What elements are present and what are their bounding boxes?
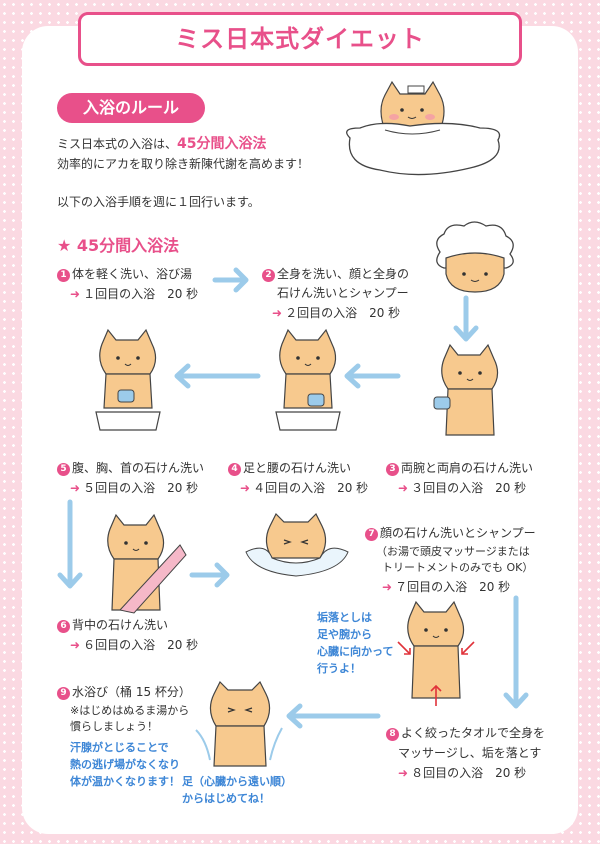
intro-line-1: ミス日本式の入浴は、45分間入浴法 xyxy=(57,136,267,152)
step-8-line-2: マッサージし、垢を落とす xyxy=(398,746,542,760)
method-heading: ★ 45分間入浴法 xyxy=(57,236,180,255)
intro-line-3: 以下の入浴手順を週に１回行います。 xyxy=(57,195,260,209)
right-arrow-icon: ➜ xyxy=(70,638,81,652)
arrow-right-icon xyxy=(212,267,249,293)
intro-line-2: 効率的にアカを取り除き新陳代謝を高めます！ xyxy=(57,157,310,171)
step-7-round: ➜７回目の入浴 20 秒 xyxy=(382,580,511,594)
step-8-round: ➜８回目の入浴 20 秒 xyxy=(398,766,527,780)
massage-note-3: 心臓に向かって xyxy=(317,645,394,658)
right-arrow-icon: ➜ xyxy=(398,766,409,780)
intro-emphasis: 45分間入浴法 xyxy=(177,136,267,152)
right-arrow-icon: ➜ xyxy=(272,306,283,320)
cat-splash-illustration xyxy=(245,512,349,577)
feet-note-1: 足（心臓から遠い順） xyxy=(182,775,292,788)
step-2-round: ➜２回目の入浴 20 秒 xyxy=(272,306,401,320)
arrow-right-icon xyxy=(189,562,230,588)
arrow-left-icon xyxy=(286,703,381,729)
step-1-round: ➜１回目の入浴 20 秒 xyxy=(70,287,199,301)
right-arrow-icon: ➜ xyxy=(70,481,81,495)
step-number: 1 xyxy=(57,269,70,282)
step-4-round: ➜４回目の入浴 20 秒 xyxy=(240,481,369,495)
title-banner: ミス日本式ダイエット xyxy=(78,12,522,66)
right-arrow-icon: ➜ xyxy=(398,481,409,495)
massage-note-1: 垢落としは xyxy=(317,611,372,624)
cold-water-note-1: 汗腺がとじることで xyxy=(70,741,169,754)
cat-cold-water-illustration xyxy=(195,680,283,767)
arrow-left-icon xyxy=(174,363,261,389)
section-label: 入浴のルール xyxy=(57,93,205,123)
right-arrow-icon: ➜ xyxy=(70,287,81,301)
cold-water-note-3: 体が温かくなります！ xyxy=(70,775,180,788)
cat-arms-illustration xyxy=(433,343,499,436)
feet-note-2: からはじめてね！ xyxy=(182,792,270,805)
step-3-round: ➜３回目の入浴 20 秒 xyxy=(398,481,527,495)
massage-note-4: 行うよ！ xyxy=(317,662,361,675)
cat-massage-illustration xyxy=(397,600,475,706)
right-arrow-icon: ➜ xyxy=(240,481,251,495)
arrow-down-icon xyxy=(57,499,83,589)
step-7-note-1: （お湯で頭皮マッサージまたは xyxy=(376,545,530,558)
arrow-left-icon xyxy=(344,363,401,389)
cat-in-bath-illustration xyxy=(346,80,501,176)
right-arrow-icon: ➜ xyxy=(382,580,393,594)
step-9-note-1: ※はじめはぬるま湯から xyxy=(70,704,190,717)
step-2-line-2: 石けん洗いとシャンプー xyxy=(277,286,409,300)
cat-feet-illustration xyxy=(275,328,341,431)
cat-shampoo-illustration xyxy=(436,221,514,293)
step-6-round: ➜６回目の入浴 20 秒 xyxy=(70,638,199,652)
arrow-down-icon xyxy=(453,295,479,342)
page-title: ミス日本式ダイエット xyxy=(175,25,425,53)
arrow-down-icon xyxy=(503,595,529,709)
step-9-note-2: 慣らしましょう！ xyxy=(70,720,158,733)
cold-water-note-2: 熱の逃げ場がなくなり xyxy=(70,758,180,771)
step-7-note-2: トリートメントのみでも OK） xyxy=(382,561,534,574)
cat-belly-illustration xyxy=(95,328,161,431)
cat-back-illustration xyxy=(107,513,187,614)
step-5-round: ➜５回目の入浴 20 秒 xyxy=(70,481,199,495)
massage-note-2: 足や腕から xyxy=(317,628,372,641)
